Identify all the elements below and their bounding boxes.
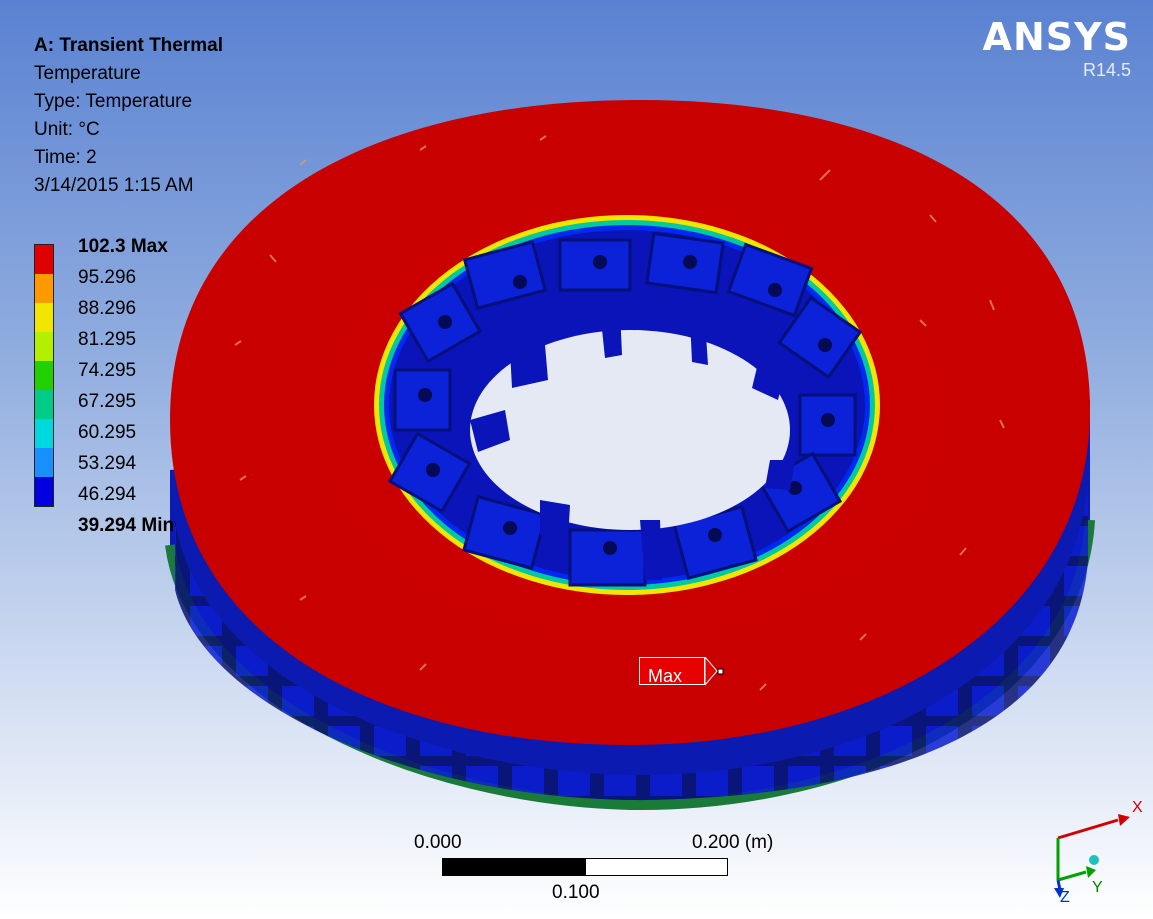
scale-bar: 0.000 0.200 (m) 0.100 (400, 830, 820, 910)
legend-swatch (35, 390, 53, 419)
legend-swatch (35, 303, 53, 332)
legend-swatch (35, 245, 53, 274)
bore-opening (470, 330, 790, 530)
legend-value[interactable]: 53.294 (78, 453, 137, 474)
legend-value[interactable]: 88.296 (78, 298, 137, 319)
result-info-panel: A: Transient Thermal Temperature Type: T… (34, 32, 223, 200)
ansys-brand: ANSYS R14.5 (983, 16, 1131, 81)
legend-swatch (35, 419, 53, 448)
legend-value[interactable]: 81.295 (78, 329, 137, 350)
legend-swatch (35, 477, 53, 506)
legend-value[interactable]: 67.295 (78, 391, 137, 412)
legend-value[interactable]: 74.295 (78, 360, 137, 381)
axis-y-label: Y (1092, 879, 1103, 896)
axis-z-label: Z (1060, 889, 1070, 906)
scale-end-label: 0.200 (m) (692, 832, 774, 853)
result-timestamp: 3/14/2015 1:15 AM (34, 175, 194, 196)
bore-tabs (470, 310, 795, 580)
axis-x-label: X (1132, 799, 1143, 816)
scale-start-label: 0.000 (414, 832, 462, 853)
axis-triad[interactable]: X Y Z (1030, 790, 1148, 908)
legend-labels: 102.3 Max 95.296 88.296 81.295 74.295 67… (78, 231, 174, 541)
legend-swatch (35, 332, 53, 361)
result-unit: Unit: °C (34, 119, 100, 140)
result-type: Type: Temperature (34, 91, 193, 112)
legend-value[interactable]: 60.295 (78, 422, 137, 443)
ansys-logo: ANSYS (982, 15, 1131, 59)
legend-min-label[interactable]: 39.294 Min (78, 515, 175, 536)
bolt-holes (418, 255, 835, 555)
legend-value[interactable]: 46.294 (78, 484, 137, 505)
legend-max-label[interactable]: 102.3 Max (78, 236, 168, 257)
legend-color-bar (34, 244, 54, 507)
probe-pointer-icon (705, 657, 724, 686)
legend-swatch (35, 448, 53, 477)
legend-value[interactable]: 95.296 (78, 267, 137, 288)
analysis-title: A: Transient Thermal (34, 35, 223, 56)
surface-speckles (234, 135, 1005, 691)
result-name: Temperature (34, 63, 141, 84)
hub-vanes (387, 231, 863, 587)
max-probe-label: Max (639, 657, 706, 686)
release-label: R14.5 (1082, 60, 1131, 80)
scale-bar-graphic (442, 858, 728, 876)
legend-swatch (35, 274, 53, 303)
legend-swatch (35, 361, 53, 390)
max-probe-tag[interactable]: Max (639, 657, 724, 686)
result-time: Time: 2 (34, 147, 97, 168)
scale-mid-label: 0.100 (552, 882, 600, 903)
